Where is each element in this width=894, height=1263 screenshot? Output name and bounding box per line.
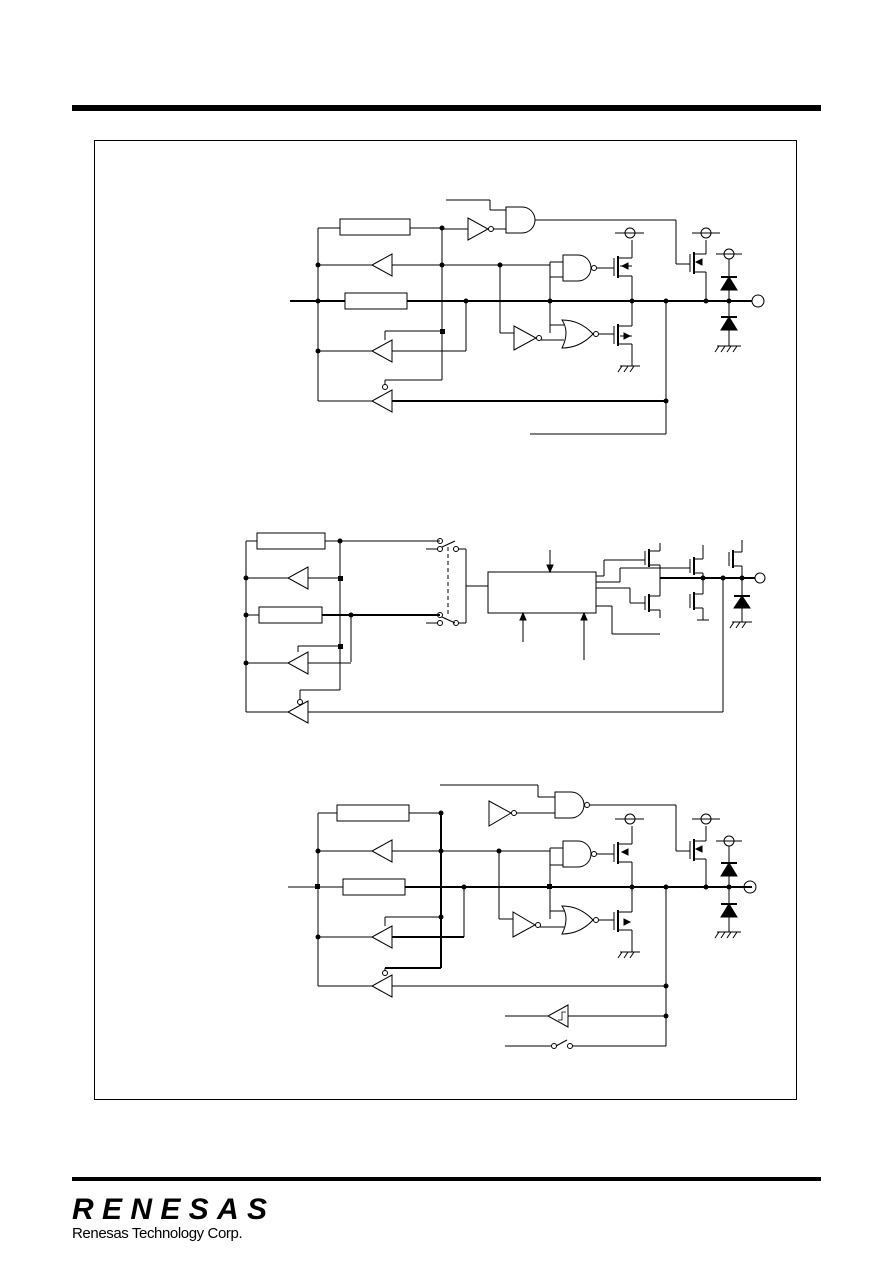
circuit-1 bbox=[290, 199, 765, 435]
footer-rule bbox=[72, 1177, 821, 1181]
svg-text:RENESAS: RENESAS bbox=[72, 1193, 268, 1223]
renesas-logo: RENESAS bbox=[72, 1193, 268, 1223]
circuit-2 bbox=[243, 532, 766, 724]
figure-frame bbox=[94, 140, 797, 1100]
circuit-3 bbox=[288, 784, 757, 1049]
header-rule bbox=[72, 105, 821, 111]
company-name: Renesas Technology Corp. bbox=[72, 1225, 243, 1242]
